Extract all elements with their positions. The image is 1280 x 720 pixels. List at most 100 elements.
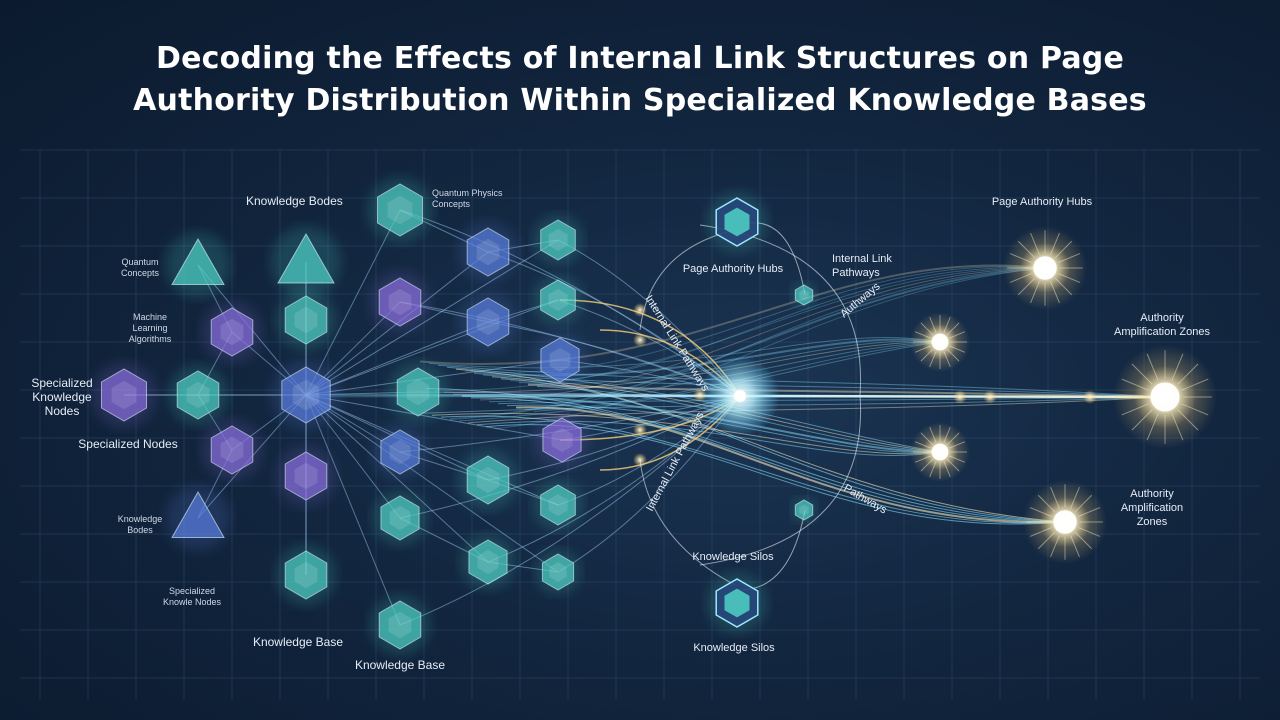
label-knowledge-silos-2: Knowledge Silos [693, 642, 775, 654]
node-core [220, 436, 244, 464]
amplification-orb [1003, 226, 1087, 310]
orb-ray [1070, 535, 1080, 558]
node-shape [277, 232, 335, 284]
label-machine-learning-1: Machine [133, 312, 167, 322]
knowledge-node [276, 545, 336, 605]
orb-ray [1070, 486, 1080, 509]
label-knowledge-bodes: Knowledge Bodes [246, 194, 343, 208]
node-shape [378, 277, 422, 327]
orb-core [1033, 256, 1057, 280]
particle [953, 390, 967, 404]
orb-ray [943, 426, 951, 443]
node-shape [541, 553, 575, 591]
node-core [799, 289, 809, 301]
title-line-2: Authority Distribution Within Specialize… [133, 83, 1147, 118]
label-specialized-nodes-lower-2: Knowle Nodes [163, 597, 222, 607]
flow-strand [470, 397, 1066, 523]
orb-ray [1009, 273, 1032, 283]
node-shape [281, 366, 331, 424]
label-machine-learning-2: Learning [132, 323, 167, 333]
orb-core [931, 443, 949, 461]
node-core [476, 238, 500, 266]
label-specialized-knowledge-1: Specialized [31, 376, 92, 390]
orb-ray [949, 331, 966, 339]
knowledge-node [388, 362, 448, 422]
particle [633, 453, 647, 467]
label-quantum-concepts-1: Quantum [121, 257, 158, 267]
knowledge-node [271, 360, 341, 430]
node-shape [377, 183, 423, 237]
orb-ray [949, 441, 966, 449]
node-core [389, 439, 411, 465]
orb-ray [1050, 535, 1060, 558]
flow-strand [449, 267, 1046, 421]
label-authority-amp-1b: Amplification Zones [1114, 326, 1210, 338]
flow-strand [419, 264, 1046, 366]
knowledge-node [458, 292, 518, 352]
orb-ray [1075, 494, 1093, 512]
convergence-point [700, 356, 780, 436]
orb-ray [1055, 278, 1073, 296]
node-core [294, 561, 318, 589]
flow-strand [434, 267, 1046, 391]
label-authority-amp-2a: Authority [1130, 488, 1174, 500]
orb-ray [929, 426, 937, 443]
knowledge-node [460, 534, 516, 590]
label-knowledge-silos-1: Knowledge Silos [692, 551, 774, 563]
amplification-orb [910, 422, 970, 482]
orb-ray [1050, 232, 1060, 255]
label-quantum-physics-2: Concepts [432, 199, 471, 209]
flow-strand [515, 406, 1066, 524]
orb-ray [943, 316, 951, 333]
orb-ray [1029, 527, 1052, 537]
orb-ray [943, 351, 951, 368]
orb-ray [1037, 532, 1055, 550]
node-core [548, 494, 568, 516]
label-knowledge-base-2: Knowledge Base [355, 658, 445, 672]
orb-ray [1017, 240, 1035, 258]
orb-ray [949, 455, 966, 463]
label-quantum-physics-1: Quantum Physics [432, 188, 503, 198]
knowledge-node [533, 215, 583, 265]
label-page-authority-hubs-right: Page Authority Hubs [992, 196, 1093, 208]
link-line [305, 394, 563, 441]
node-shape [284, 451, 328, 501]
label-specialized-knowledge-3: Nodes [45, 404, 80, 418]
orb-ray [1030, 281, 1040, 304]
outer-left-arc-lower [639, 459, 736, 586]
knowledge-node [202, 420, 262, 480]
flow-strand [494, 267, 1046, 430]
node-core [388, 611, 412, 639]
orb-ray [1181, 378, 1209, 391]
orb-ray [1177, 363, 1199, 385]
orb-ray [1078, 527, 1101, 537]
node-core [549, 347, 571, 373]
node-shape [210, 307, 254, 357]
label-knowledge-base-1: Knowledge Base [253, 635, 343, 649]
orb-ray [1009, 253, 1032, 263]
label-page-authority-hubs-center: Page Authority Hubs [683, 263, 784, 275]
knowledge-node [168, 365, 228, 425]
lower-arc [699, 394, 862, 566]
orb-ray [929, 316, 937, 333]
particle [633, 303, 647, 317]
orb-ray [1146, 353, 1159, 381]
orb-ray [1121, 403, 1149, 416]
node-shape [378, 600, 422, 650]
orb-ray [914, 455, 931, 463]
orb-ray [1131, 363, 1153, 385]
node-shape [466, 455, 510, 505]
particle [633, 333, 647, 347]
orb-ray [929, 461, 937, 478]
knowledge-node [276, 446, 336, 506]
authority-amplification-orbs [910, 226, 1217, 564]
node-core [389, 505, 411, 531]
label-specialized-nodes: Specialized Nodes [78, 437, 177, 451]
orb-ray [914, 331, 931, 339]
orb-ray [1181, 403, 1209, 416]
knowledge-node [91, 362, 157, 428]
orb-ray [1017, 278, 1035, 296]
orb-ray [1171, 413, 1184, 441]
knowledge-node [276, 290, 336, 350]
orb-ray [914, 441, 931, 449]
